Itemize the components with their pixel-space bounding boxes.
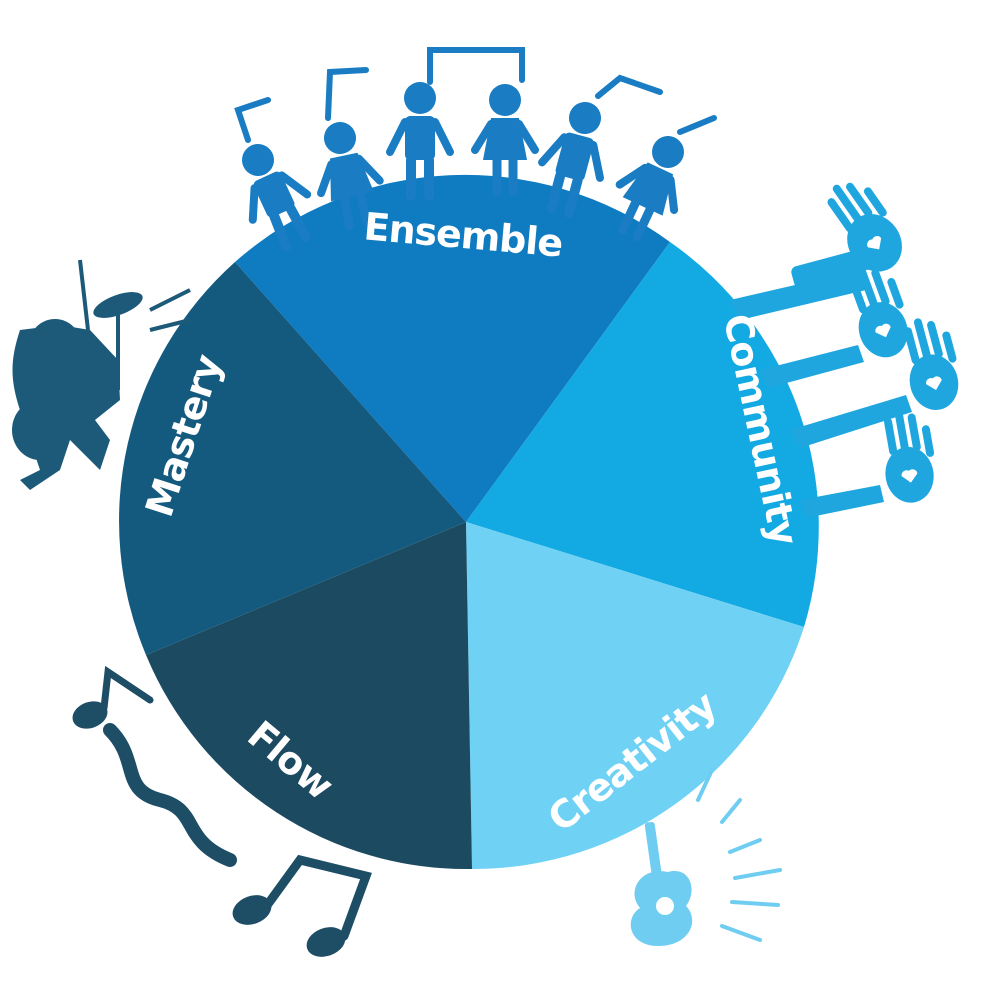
singing-people-icon <box>234 47 717 252</box>
segment-mastery <box>119 262 467 655</box>
raised-hands-icon <box>730 182 959 518</box>
guitar-icon <box>630 768 782 946</box>
segment-ensemble <box>235 174 670 523</box>
segment-community <box>466 242 819 627</box>
drummer-icon <box>12 259 191 490</box>
segment-creativity <box>466 522 804 870</box>
music-notes-icon <box>72 665 372 957</box>
segment-flow <box>146 522 472 870</box>
wheel <box>119 174 819 870</box>
